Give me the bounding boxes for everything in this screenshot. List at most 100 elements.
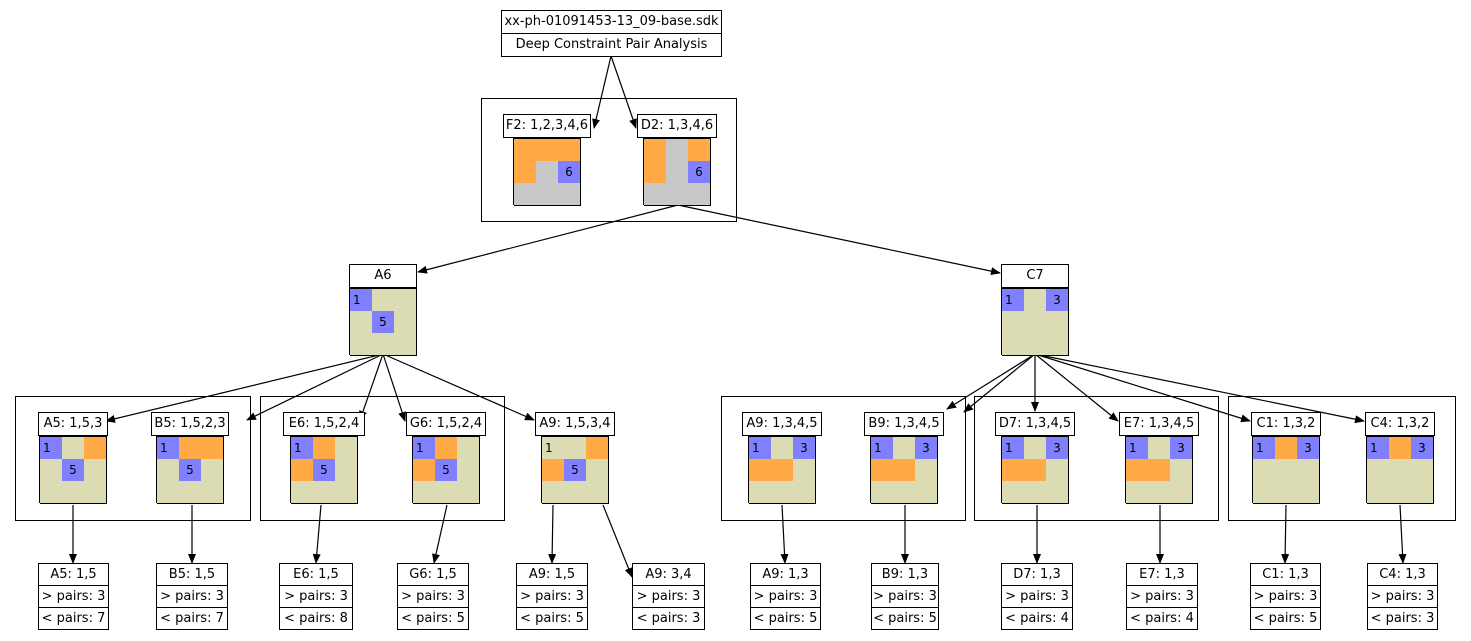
grid-cell (536, 139, 559, 162)
grid-cell (564, 481, 587, 504)
leaf-less-pairs: < pairs: 7 (38, 607, 109, 630)
grid-cell (1253, 459, 1276, 482)
grid-cell: 1 (542, 437, 565, 460)
grid-cell (558, 139, 581, 162)
grid-cell (1126, 481, 1149, 504)
leaf-greater-pairs: > pairs: 3 (1367, 585, 1438, 608)
grid-cell (915, 481, 938, 504)
leaf-node: B5: 1,5> pairs: 3< pairs: 7 (156, 563, 228, 630)
node-label: B9: 1,3,4,5 (864, 412, 944, 436)
grid-cell (84, 481, 107, 504)
node-label: F2: 1,2,3,4,6 (503, 114, 591, 138)
grid-cell (1002, 333, 1025, 356)
leaf-greater-pairs: > pairs: 3 (38, 585, 109, 608)
grid-cell (1024, 437, 1047, 460)
grid-cell (201, 437, 224, 460)
leaf-greater-pairs: > pairs: 3 (871, 585, 939, 608)
grid-cell (514, 139, 537, 162)
grid-cell (201, 481, 224, 504)
leaf-node: E6: 1,5> pairs: 3< pairs: 8 (279, 563, 353, 630)
grid-cell (457, 481, 480, 504)
grid-cell (1297, 481, 1320, 504)
grid-cell: 3 (1297, 437, 1320, 460)
grid-cell (435, 481, 458, 504)
grid-cell (514, 183, 537, 206)
leaf-node: D7: 1,3> pairs: 3< pairs: 4 (1001, 563, 1073, 630)
grid-cell (394, 289, 417, 312)
grid-cell: 5 (372, 311, 395, 334)
leaf-title: D7: 1,3 (1001, 563, 1073, 586)
leaf-less-pairs: < pairs: 5 (871, 607, 939, 630)
grid-cell: 1 (1253, 437, 1276, 460)
grid-cell (1389, 481, 1412, 504)
grid-cell (1002, 459, 1025, 482)
grid-cell (1275, 437, 1298, 460)
candidate-grid: 6 (513, 138, 581, 206)
grid-cell (335, 459, 358, 482)
grid-cell (771, 481, 794, 504)
root-subtitle: Deep Constraint Pair Analysis (501, 33, 722, 57)
grid-cell (871, 459, 894, 482)
cluster-d7-e7 (974, 396, 1219, 521)
cluster-c1-c4 (1228, 396, 1456, 521)
grid-cell (62, 437, 85, 460)
grid-cell (1148, 459, 1171, 482)
grid-cell (688, 139, 711, 162)
grid-cell: 5 (179, 459, 202, 482)
grid-cell (1389, 437, 1412, 460)
grid-cell (666, 139, 689, 162)
grid-cell: 3 (1170, 437, 1193, 460)
leaf-node: G6: 1,5> pairs: 3< pairs: 5 (397, 563, 469, 630)
grid-cell (313, 437, 336, 460)
grid-cell: 1 (157, 437, 180, 460)
grid-cell (435, 437, 458, 460)
leaf-title: A9: 1,3 (750, 563, 821, 586)
leaf-less-pairs: < pairs: 5 (750, 607, 821, 630)
leaf-title: E6: 1,5 (279, 563, 353, 586)
grid-cell (394, 333, 417, 356)
grid-cell (1297, 459, 1320, 482)
grid-cell (1126, 459, 1149, 482)
grid-cell (666, 161, 689, 184)
grid-cell (1411, 459, 1434, 482)
grid-cell (749, 481, 772, 504)
leaf-less-pairs: < pairs: 8 (279, 607, 353, 630)
grid-cell (84, 459, 107, 482)
node-label: C1: 1,3,2 (1251, 412, 1321, 436)
leaf-greater-pairs: > pairs: 3 (397, 585, 469, 608)
grid-cell (666, 183, 689, 206)
grid-cell (394, 311, 417, 334)
grid-cell: 1 (871, 437, 894, 460)
grid-cell: 6 (558, 161, 581, 184)
grid-cell (558, 183, 581, 206)
grid-cell (1046, 459, 1069, 482)
grid-cell (457, 437, 480, 460)
grid-cell (413, 459, 436, 482)
grid-cell (536, 161, 559, 184)
node-label: E6: 1,5,2,4 (283, 412, 365, 436)
grid-cell (586, 459, 609, 482)
leaf-less-pairs: < pairs: 7 (156, 607, 228, 630)
grid-cell: 3 (1411, 437, 1434, 460)
grid-cell: 6 (688, 161, 711, 184)
grid-cell: 1 (291, 437, 314, 460)
leaf-greater-pairs: > pairs: 3 (1001, 585, 1073, 608)
grid-cell (1389, 459, 1412, 482)
root-node: xx-ph-01091453-13_09-base.sdk Deep Const… (501, 10, 722, 57)
grid-cell: 1 (749, 437, 772, 460)
